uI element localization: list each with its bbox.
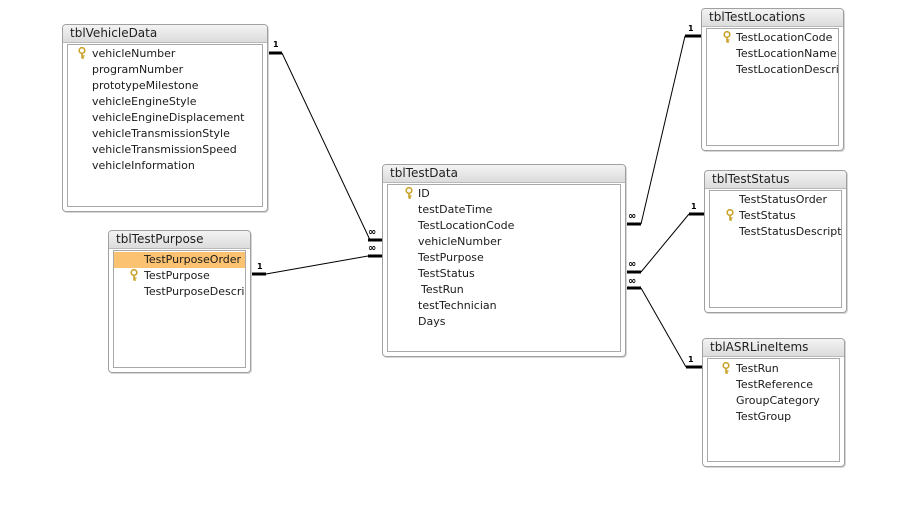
- field-row[interactable]: TestLocationCode: [388, 218, 620, 234]
- field-label: GroupCategory: [736, 394, 820, 407]
- field-row[interactable]: vehicleTransmissionStyle: [68, 126, 262, 142]
- table-title[interactable]: tblTestLocations: [702, 9, 843, 27]
- field-label: TestLocationDescript: [736, 63, 839, 76]
- table-test-purpose[interactable]: tblTestPurpose TestPurposeOrder TestPurp…: [108, 230, 251, 373]
- field-label: TestPurposeDescript: [144, 285, 246, 298]
- table-test-locations[interactable]: tblTestLocations TestLocationCode TestLo…: [701, 8, 844, 151]
- field-row[interactable]: TestLocationCode: [707, 30, 838, 46]
- table-test-status[interactable]: tblTestStatus TestStatusOrder TestStatus…: [704, 170, 847, 313]
- table-title[interactable]: tblTestPurpose: [109, 231, 250, 249]
- many-cardinality-label: ∞: [628, 211, 636, 222]
- field-row[interactable]: vehicleEngineStyle: [68, 94, 262, 110]
- table-title[interactable]: tblTestStatus: [705, 171, 846, 189]
- field-label: vehicleEngineDisplacement: [92, 111, 245, 124]
- field-list[interactable]: TestLocationCode TestLocationName TestLo…: [706, 28, 839, 146]
- field-row[interactable]: TestPurpose: [388, 250, 620, 266]
- table-test-data[interactable]: tblTestData ID testDateTime TestLocation…: [382, 164, 626, 357]
- field-list[interactable]: vehicleNumber programNumber prototypeMil…: [67, 44, 263, 207]
- field-row[interactable]: TestRun: [708, 361, 839, 377]
- one-cardinality-label: 1: [273, 40, 279, 49]
- many-cardinality-label: ∞: [368, 227, 376, 238]
- field-label: TestStatus: [739, 209, 796, 222]
- field-label: vehicleEngineStyle: [92, 95, 197, 108]
- table-title[interactable]: tblTestData: [383, 165, 625, 183]
- key-icon: [723, 30, 731, 43]
- field-label: TestStatusOrder: [739, 193, 827, 206]
- field-label: vehicleTransmissionSpeed: [92, 143, 237, 156]
- field-label: TestGroup: [736, 410, 792, 423]
- field-label: vehicleInformation: [92, 159, 195, 172]
- field-label: vehicleTransmissionStyle: [92, 127, 230, 140]
- field-row[interactable]: TestStatus: [710, 208, 841, 224]
- field-row[interactable]: TestRun: [388, 282, 620, 298]
- table-asr-line-items[interactable]: tblASRLineItems TestRun TestReference Gr…: [702, 338, 845, 467]
- field-row[interactable]: vehicleNumber: [68, 46, 262, 62]
- field-row[interactable]: vehicleNumber: [388, 234, 620, 250]
- field-list[interactable]: TestStatusOrder TestStatus TestStatusDes…: [709, 190, 842, 308]
- field-label: TestStatusDescriptio: [739, 225, 842, 238]
- field-label: TestPurpose: [144, 269, 210, 282]
- field-label: TestLocationName: [736, 47, 837, 60]
- one-cardinality-label: 1: [257, 262, 263, 271]
- many-cardinality-label: ∞: [628, 276, 636, 287]
- table-title[interactable]: tblASRLineItems: [703, 339, 844, 357]
- field-label: TestStatus: [418, 267, 475, 280]
- field-row[interactable]: TestPurposeDescript: [114, 284, 245, 300]
- field-label: TestRun: [736, 362, 779, 375]
- field-label: vehicleNumber: [92, 47, 176, 60]
- field-label: programNumber: [92, 63, 184, 76]
- field-list[interactable]: ID testDateTime TestLocationCode vehicle…: [387, 184, 621, 352]
- field-row[interactable]: GroupCategory: [708, 393, 839, 409]
- field-row[interactable]: TestPurpose: [114, 268, 245, 284]
- field-row[interactable]: vehicleTransmissionSpeed: [68, 142, 262, 158]
- field-row[interactable]: TestReference: [708, 377, 839, 393]
- key-icon: [722, 361, 730, 374]
- one-cardinality-label: 1: [691, 202, 697, 211]
- field-row[interactable]: TestStatusDescriptio: [710, 224, 841, 240]
- one-cardinality-label: 1: [688, 24, 694, 33]
- field-row[interactable]: testTechnician: [388, 298, 620, 314]
- field-row[interactable]: prototypeMilestone: [68, 78, 262, 94]
- field-row[interactable]: testDateTime: [388, 202, 620, 218]
- field-row[interactable]: vehicleEngineDisplacement: [68, 110, 262, 126]
- field-row-selected[interactable]: TestPurposeOrder: [114, 252, 245, 268]
- key-icon: [405, 186, 413, 199]
- field-row[interactable]: programNumber: [68, 62, 262, 78]
- field-label: TestPurposeOrder: [144, 253, 242, 266]
- field-label: TestRun: [421, 283, 464, 296]
- field-label: vehicleNumber: [418, 235, 502, 248]
- many-cardinality-label: ∞: [368, 243, 376, 254]
- key-icon: [726, 208, 734, 221]
- field-row[interactable]: TestLocationName: [707, 46, 838, 62]
- table-vehicle-data[interactable]: tblVehicleData vehicleNumber programNumb…: [62, 24, 268, 212]
- many-cardinality-label: ∞: [628, 259, 636, 270]
- key-icon: [78, 46, 86, 59]
- field-row[interactable]: vehicleInformation: [68, 158, 262, 174]
- one-cardinality-label: 1: [688, 355, 694, 364]
- table-title[interactable]: tblVehicleData: [63, 25, 267, 43]
- field-list[interactable]: TestRun TestReference GroupCategory Test…: [707, 358, 840, 462]
- field-label: TestLocationCode: [736, 31, 833, 44]
- field-label: testDateTime: [418, 203, 493, 216]
- field-label: Days: [418, 315, 446, 328]
- field-row[interactable]: Days: [388, 314, 620, 330]
- field-label: prototypeMilestone: [92, 79, 199, 92]
- field-label: ID: [418, 187, 430, 200]
- field-label: TestReference: [736, 378, 814, 391]
- field-label: testTechnician: [418, 299, 497, 312]
- key-icon: [130, 268, 138, 281]
- field-row[interactable]: TestStatusOrder: [710, 192, 841, 208]
- field-row[interactable]: ID: [388, 186, 620, 202]
- field-label: TestLocationCode: [418, 219, 515, 232]
- field-row[interactable]: TestGroup: [708, 409, 839, 425]
- field-row[interactable]: TestLocationDescript: [707, 62, 838, 78]
- field-list[interactable]: TestPurposeOrder TestPurpose TestPurpose…: [113, 250, 246, 368]
- field-label: TestPurpose: [418, 251, 484, 264]
- field-row[interactable]: TestStatus: [388, 266, 620, 282]
